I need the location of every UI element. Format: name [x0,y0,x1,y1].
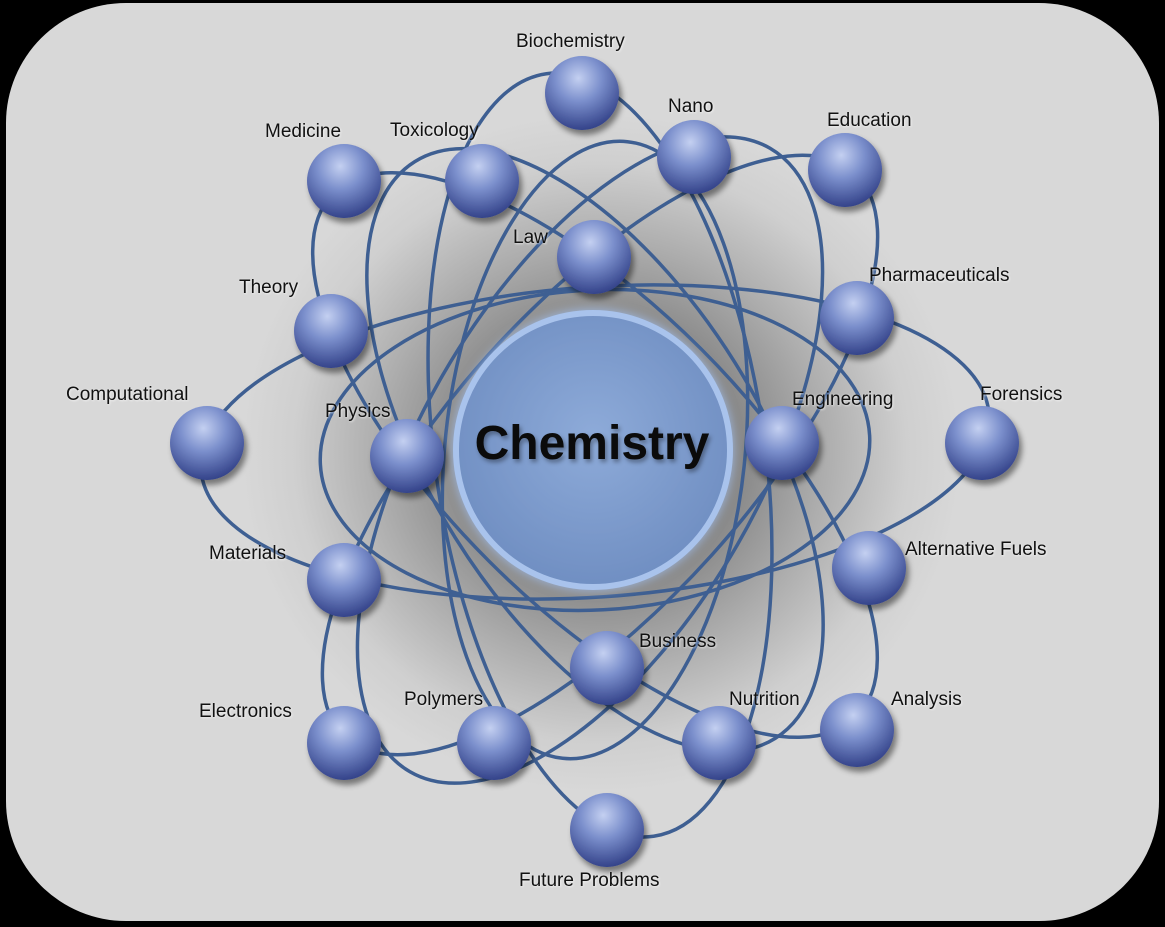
center-label: Chemistry [474,417,710,470]
node-nano[interactable] [657,120,731,194]
node-biochemistry[interactable] [545,56,619,130]
label-nutrition: Nutrition [729,689,800,710]
node-forensics[interactable] [945,406,1019,480]
node-theory[interactable] [294,294,368,368]
label-polymers: Polymers [404,689,484,710]
node-education[interactable] [808,133,882,207]
topic-nodes [170,56,1019,867]
node-electronics[interactable] [307,706,381,780]
label-toxicology: Toxicology [390,120,479,141]
label-analysis: Analysis [891,689,962,710]
label-materials: Materials [209,543,287,564]
label-physics: Physics [325,401,391,422]
node-medicine[interactable] [307,144,381,218]
node-analysis[interactable] [820,693,894,767]
node-computational[interactable] [170,406,244,480]
label-forensics: Forensics [980,384,1063,405]
label-engineering: Engineering [792,389,894,410]
label-future-problems: Future Problems [519,870,660,891]
label-biochemistry: Biochemistry [516,31,625,52]
label-medicine: Medicine [265,121,342,142]
node-materials[interactable] [307,543,381,617]
node-pharmaceuticals[interactable] [820,281,894,355]
node-law[interactable] [557,220,631,294]
label-electronics: Electronics [199,701,292,722]
label-theory: Theory [239,277,299,298]
label-alternative-fuels: Alternative Fuels [905,539,1047,560]
orbit-diagonal-d [365,146,825,754]
node-polymers[interactable] [457,706,531,780]
label-pharmaceuticals: Pharmaceuticals [869,265,1010,286]
label-law: Law [513,227,548,248]
label-computational: Computational [66,384,189,405]
node-toxicology[interactable] [445,144,519,218]
orbit-vertical-inner [440,139,750,761]
node-physics[interactable] [370,419,444,493]
node-alternative-fuels[interactable] [832,531,906,605]
label-nano: Nano [668,96,714,117]
label-education: Education [827,110,912,131]
node-nutrition[interactable] [682,706,756,780]
orbit-diagonal-c [355,135,825,785]
chemistry-nucleus [453,310,733,590]
label-business: Business [639,631,717,652]
node-engineering[interactable] [745,406,819,480]
node-future-problems[interactable] [570,793,644,867]
node-business[interactable] [570,631,644,705]
